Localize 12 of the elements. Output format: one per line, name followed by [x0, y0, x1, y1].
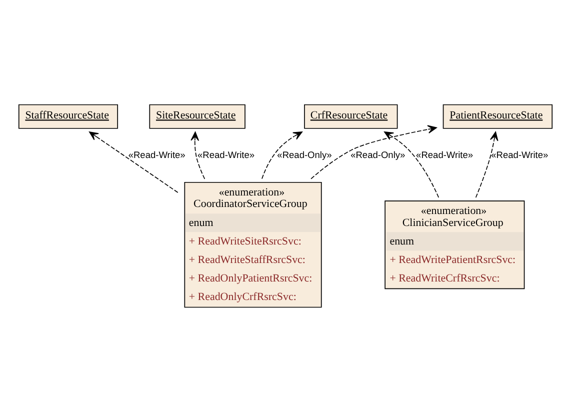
arrow	[262, 130, 303, 179]
edge-label: «Read-Write»	[198, 149, 255, 160]
arrow	[89, 131, 178, 192]
arrow	[384, 130, 440, 198]
edge-label: «Read-Only»	[277, 149, 332, 160]
arrow	[310, 124, 437, 179]
edge-label: «Read-Write»	[491, 149, 548, 160]
edge-label: «Read-Only»	[350, 149, 406, 160]
arrow	[190, 131, 206, 179]
edge-label: «Read-Write»	[416, 149, 474, 160]
edge-label: «Read-Write»	[128, 149, 186, 160]
arrow	[475, 131, 498, 198]
